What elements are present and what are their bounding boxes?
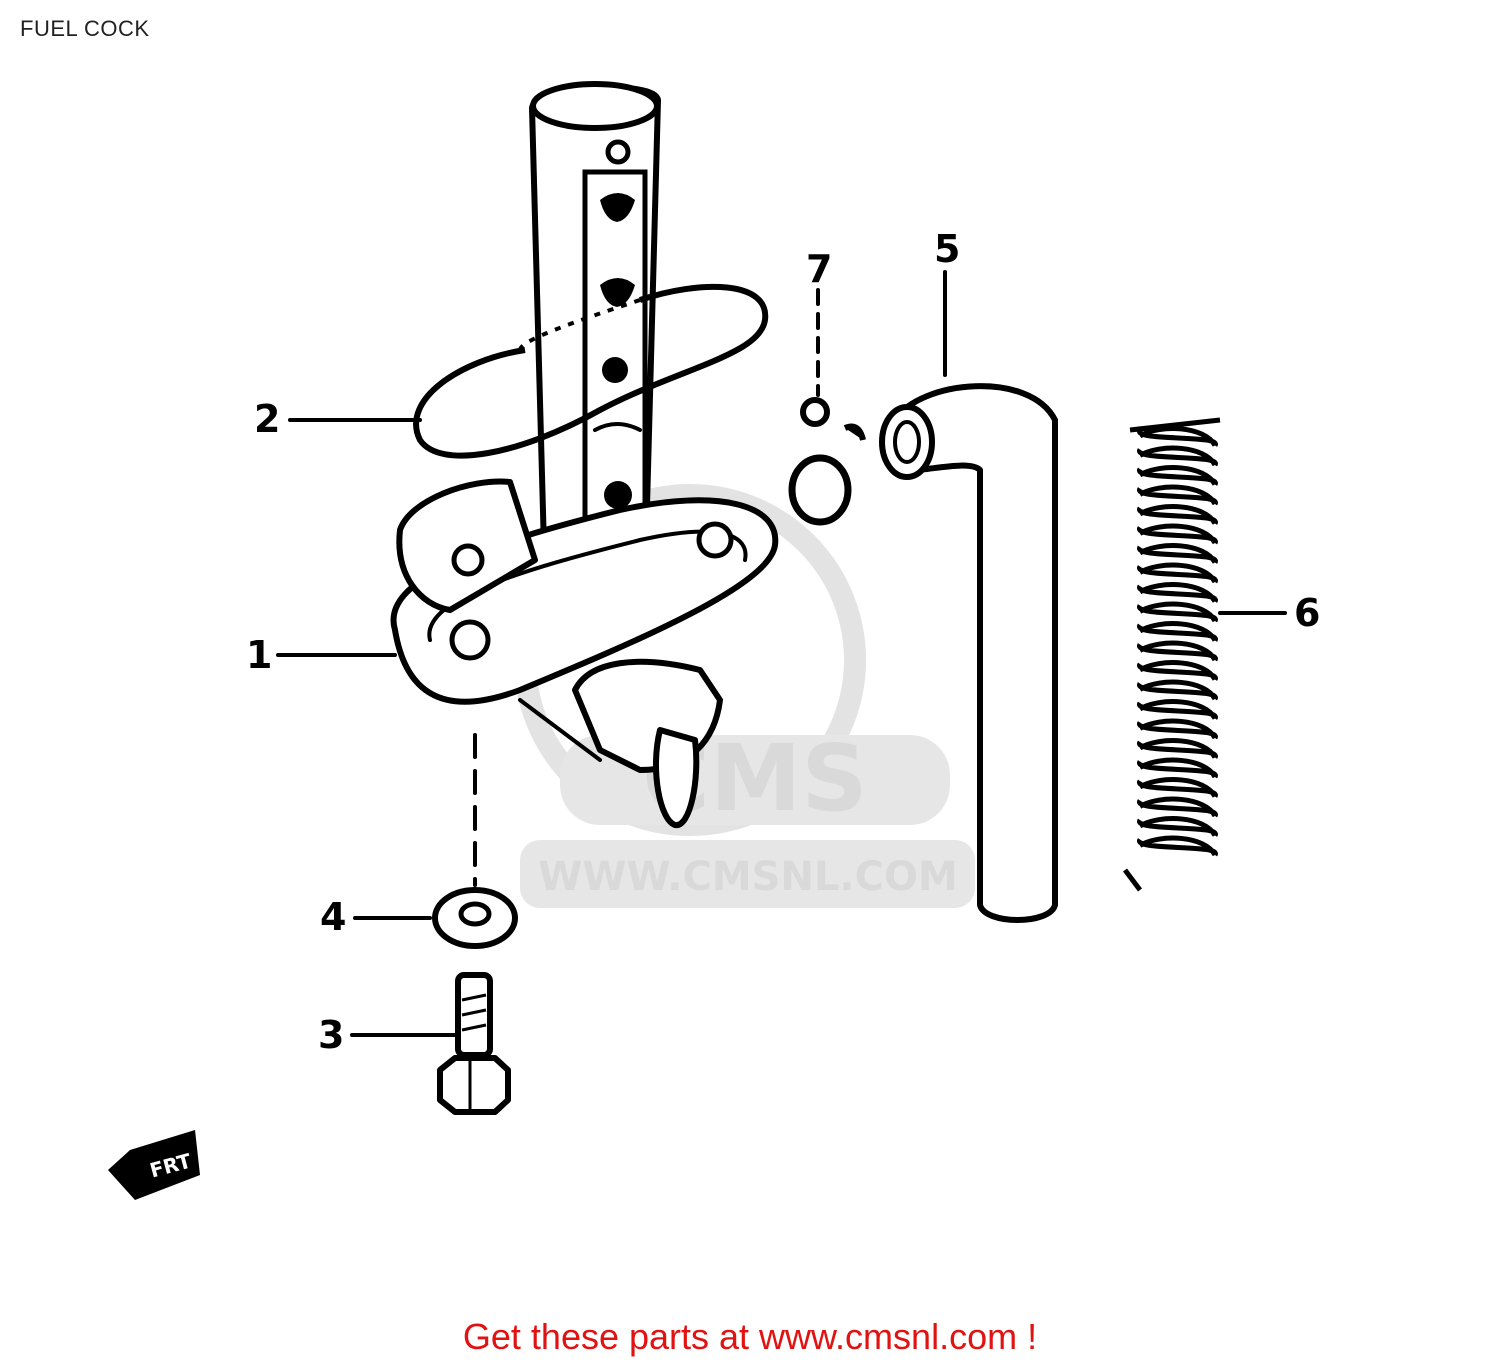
bolt-part-3 — [437, 972, 511, 1115]
callout-1: 1 — [246, 633, 272, 677]
clip-part-7 — [788, 397, 866, 526]
spring-part-6 — [1123, 417, 1221, 892]
leader-lines — [276, 270, 1287, 1037]
callout-2: 2 — [254, 397, 280, 441]
watermark-url: WWW.CMSNL.COM — [538, 854, 958, 900]
front-direction-mark: FRT — [108, 1130, 200, 1200]
callout-4: 4 — [320, 895, 346, 939]
o-ring-part-2 — [413, 283, 769, 459]
fuel-cock-part-1 — [390, 81, 779, 828]
callout-7: 7 — [806, 247, 832, 291]
callout-3: 3 — [318, 1013, 344, 1057]
callout-5: 5 — [934, 227, 960, 271]
page-title: FUEL COCK — [20, 16, 150, 41]
callout-6: 6 — [1294, 591, 1320, 635]
washer-part-4 — [432, 733, 518, 949]
watermark: CMS WWW.CMSNL.COM — [514, 484, 975, 908]
hose-part-5 — [879, 383, 1058, 923]
footer-link-text: Get these parts at www.cmsnl.com ! — [462, 1316, 1038, 1357]
